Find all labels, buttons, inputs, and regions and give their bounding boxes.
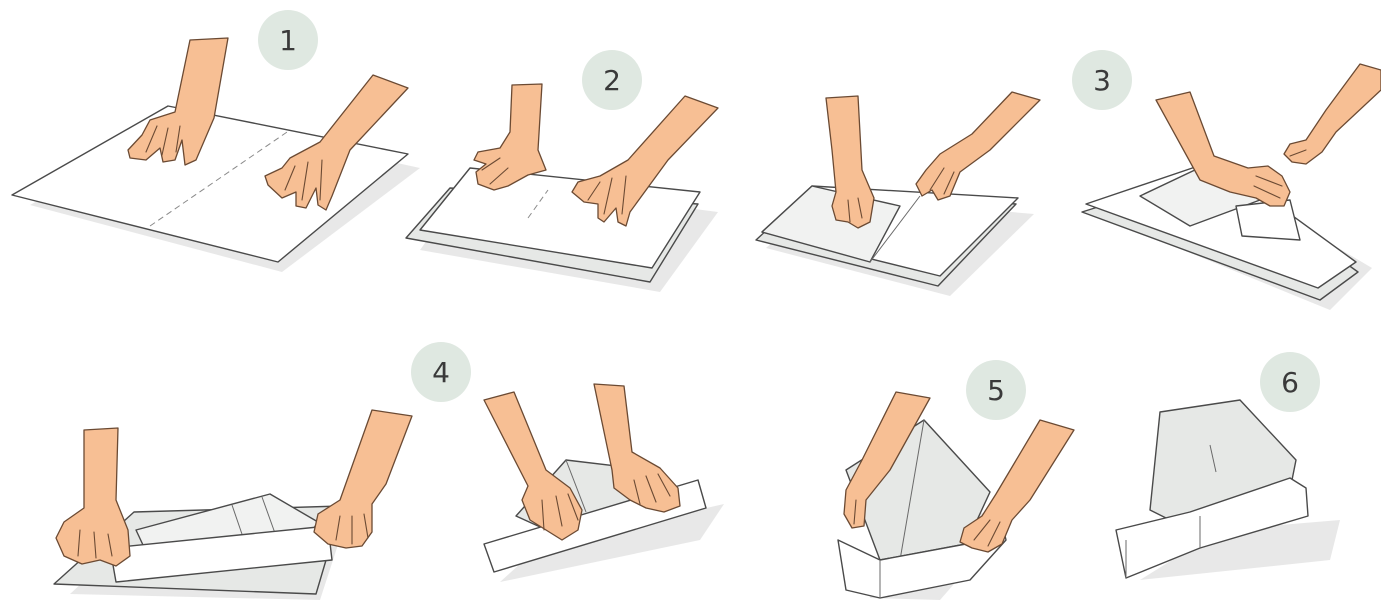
step-6-badge: 6 <box>1260 352 1320 412</box>
step-4a-illustration <box>54 410 412 600</box>
step-3a-illustration <box>756 92 1040 296</box>
step-5-illustration <box>838 392 1074 600</box>
step-1-badge: 1 <box>258 10 318 70</box>
step-2-illustration <box>406 84 718 292</box>
step-3a-left-hand <box>826 96 874 228</box>
step-1-illustration <box>12 38 420 272</box>
step-3-number: 3 <box>1093 64 1111 97</box>
step-3b-right-hand <box>1284 64 1381 164</box>
step-2-number: 2 <box>603 64 621 97</box>
step-3-badge: 3 <box>1072 50 1132 110</box>
step-5-badge: 5 <box>966 360 1026 420</box>
step-1-number: 1 <box>279 24 297 57</box>
step-3a-right-hand <box>916 92 1040 200</box>
step-2-badge: 2 <box>582 50 642 110</box>
step-4-badge: 4 <box>411 342 471 402</box>
step-4b-illustration <box>484 384 724 582</box>
step-5-number: 5 <box>987 374 1005 407</box>
step-4a-left-hand <box>56 428 130 566</box>
step-3b-illustration <box>1082 64 1381 310</box>
step-6-illustration <box>1116 400 1340 580</box>
step-6-number: 6 <box>1281 366 1299 399</box>
step-4-number: 4 <box>432 356 450 389</box>
step-3b-flap-corner <box>1236 200 1300 240</box>
step-4a-right-hand <box>314 410 412 548</box>
